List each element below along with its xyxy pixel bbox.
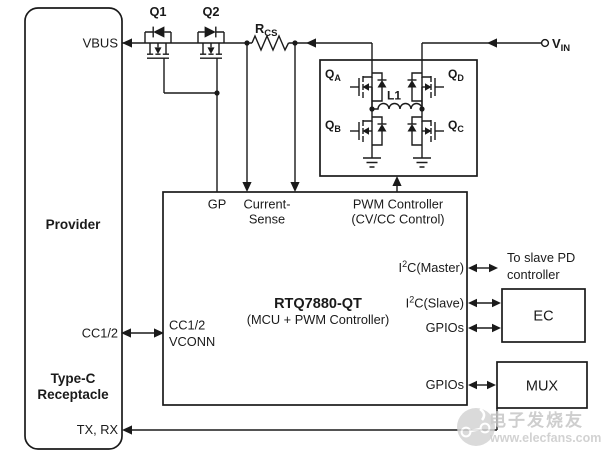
junction-dot [244,40,250,46]
gpios-mux-pin-label: GPIOs [426,377,464,392]
qc-label: QC [448,118,464,134]
elecfans-logo-icon [457,407,495,446]
watermark-url-text: www.elecfans.com [489,431,601,445]
qc-mosfet [406,86,445,154]
gp-pin-label: GP [208,197,227,212]
current-sense-label-line2: Sense [249,212,285,227]
cs-arrowhead-2 [290,182,300,192]
slave-pd-label-line1: To slave PD [507,250,575,265]
l1-inductor [372,102,423,110]
gate-drive-wire [163,58,218,192]
ground-symbol [412,152,432,168]
junction-dot [214,90,220,96]
qb-mosfet [349,86,388,154]
controller-subtitle: (MCU + PWM Controller) [247,312,390,327]
vin-label: VIN [552,36,570,54]
type-c-receptacle-box [24,7,123,450]
i2c-slave-wire [468,298,501,308]
mux-box [496,361,588,409]
gpio-ec-wire [468,323,501,333]
cc-pin-label-line1: CC1/2 [169,318,205,333]
controller-name: RTQ7880-QT [274,296,362,312]
current-sense-wires [246,43,296,187]
qb-label: QB [325,118,341,134]
controller-box [162,191,468,406]
type-c-label-line1: Type-C [51,371,96,386]
rcs-label: RCS [255,21,277,39]
q1-label: Q1 [149,4,166,19]
slave-pd-label-line2: controller [507,267,560,282]
watermark-brand-text: 电子发烧友 [489,410,584,430]
pwm-controller-label-line2: (CV/CC Control) [351,212,444,227]
ec-label: EC [533,309,553,325]
cc-pin-label-line2: VCONN [169,334,215,349]
cs-arrowhead-1 [242,182,252,192]
provider-label: Provider [46,217,102,232]
mux-label: MUX [526,379,559,395]
ec-box [501,288,586,343]
vbus-arrowhead [122,38,132,48]
elecfans-watermark: 电子发烧友 www.elecfans.com [457,407,601,446]
qa-label: QA [325,67,341,83]
i2c-slave-pin-label: I2C(Slave) [406,295,464,311]
ground-symbol [362,152,382,168]
q2-label: Q2 [202,4,219,19]
qd-mosfet [406,42,445,110]
current-sense-label-line1: Current- [244,197,291,212]
vin-terminal [540,38,550,48]
buck-boost-power-stage-box [319,59,478,177]
vbus-port-label: VBUS [83,36,119,51]
cc-wire [121,328,164,338]
vin-arrowhead [487,38,497,48]
i2c-master-wire [468,263,498,273]
cc-port-label: CC1/2 [82,326,118,341]
rcs-resistor [251,34,290,52]
rail-arrowhead-left [306,38,316,48]
junction-dot [292,40,298,46]
pwm-controller-label-line1: PWM Controller [353,197,444,212]
type-c-label-line2: Receptacle [37,387,109,402]
txrx-port-label: TX, RX [77,422,119,437]
vbus-rail-wire [122,34,542,52]
gpios-ec-pin-label: GPIOs [426,320,464,335]
gpio-mux-wire [468,380,496,390]
qa-mosfet [349,42,388,110]
i2c-master-pin-label: I2C(Master) [399,259,464,275]
qd-label: QD [448,67,464,83]
txrx-wire [122,408,498,435]
pwm-arrowhead [392,176,402,186]
l1-label: L1 [387,89,401,103]
